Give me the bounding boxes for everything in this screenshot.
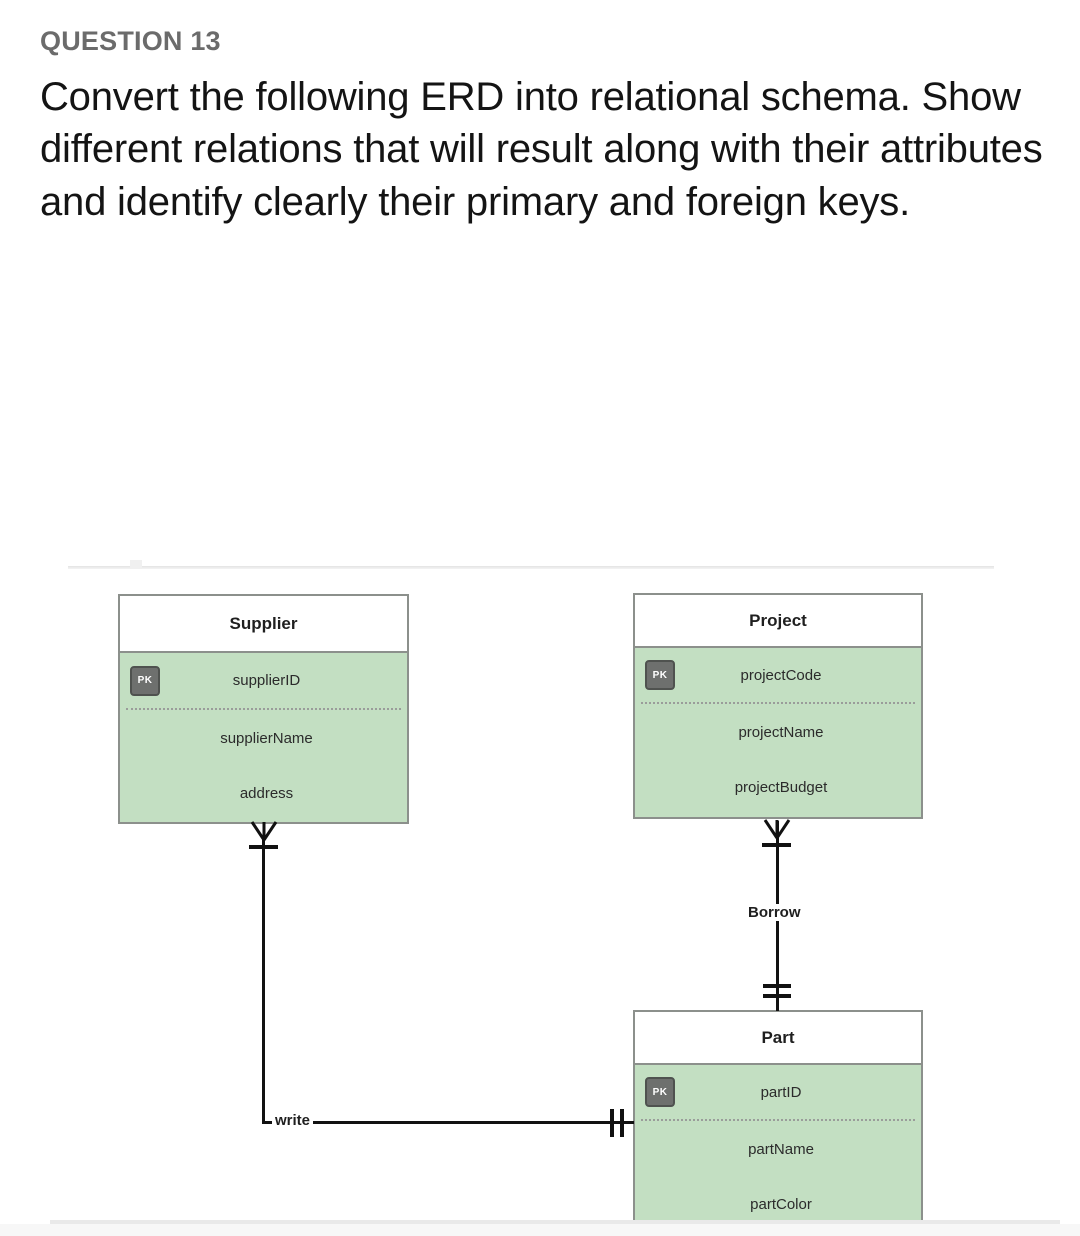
entity-part[interactable]: Part PK partID partName partColor [633, 1010, 923, 1236]
attribute-name: supplierID [232, 672, 301, 689]
attribute-name: partName [748, 1140, 814, 1158]
key-separator [641, 702, 915, 704]
key-separator [641, 1119, 915, 1121]
question-prompt-text: Convert the following ERD into relationa… [40, 75, 1043, 224]
erd-diagram: Supplier PK supplierID supplierName addr… [0, 540, 1080, 1236]
attribute-row: projectName [635, 704, 921, 760]
key-separator [126, 708, 401, 710]
entity-supplier-header: Supplier [120, 596, 407, 653]
attribute-row: PK projectCode [635, 648, 921, 702]
attribute-name: partColor [750, 1196, 812, 1213]
relationship-label-write: write [272, 1112, 314, 1129]
relationship-label-borrow: Borrow [745, 904, 804, 921]
attribute-row: partColor [635, 1177, 921, 1232]
entity-project-body: PK projectCode projectName projectBudget [635, 648, 921, 815]
entity-part-header: Part [635, 1012, 921, 1065]
pk-badge-icon: PK [645, 1077, 675, 1107]
connector-write-vertical [262, 836, 265, 1124]
question-block: QUESTION 13 Convert the following ERD in… [40, 28, 1075, 228]
attribute-name: partID [760, 1083, 802, 1101]
entity-project-header: Project [635, 595, 921, 648]
cardinality-bar-part-write-inner [620, 1109, 624, 1137]
pk-badge-icon: PK [130, 665, 160, 696]
attribute-row: projectBudget [635, 760, 921, 815]
attribute-row: partName [635, 1121, 921, 1177]
entity-supplier-body: PK supplierID supplierName address [120, 653, 407, 821]
attribute-name: projectName [738, 723, 824, 741]
diagram-bottom-fill [0, 1224, 1080, 1236]
diagram-top-edge [68, 566, 994, 569]
entity-project-title: Project [749, 610, 807, 630]
attribute-row: PK supplierID [120, 653, 407, 708]
entity-project[interactable]: Project PK projectCode projectName proje… [633, 593, 923, 819]
crowsfoot-many-project-icon [763, 819, 791, 839]
attribute-row: PK partID [635, 1065, 921, 1119]
attribute-name: address [239, 785, 294, 802]
pk-badge-icon: PK [645, 660, 675, 690]
question-number-label: QUESTION 13 [40, 26, 221, 56]
diagram-top-artifact [130, 560, 142, 569]
cardinality-bar-part-borrow-inner [763, 994, 791, 998]
attribute-row: supplierName [120, 710, 407, 766]
attribute-name: supplierName [220, 729, 313, 747]
connector-write-horizontal [262, 1121, 634, 1124]
diagram-bottom-edge [50, 1220, 1060, 1224]
attribute-row: address [120, 766, 407, 821]
cardinality-bar-project [762, 843, 791, 847]
attribute-name: projectCode [740, 666, 822, 684]
attribute-name: projectBudget [734, 779, 828, 796]
cardinality-bar-part-write-outer [610, 1109, 614, 1137]
entity-supplier-title: Supplier [229, 613, 298, 633]
entity-part-body: PK partID partName partColor [635, 1065, 921, 1232]
entity-supplier[interactable]: Supplier PK supplierID supplierName addr… [118, 594, 409, 824]
cardinality-bar-part-borrow-outer [763, 984, 791, 988]
entity-part-title: Part [761, 1027, 795, 1047]
